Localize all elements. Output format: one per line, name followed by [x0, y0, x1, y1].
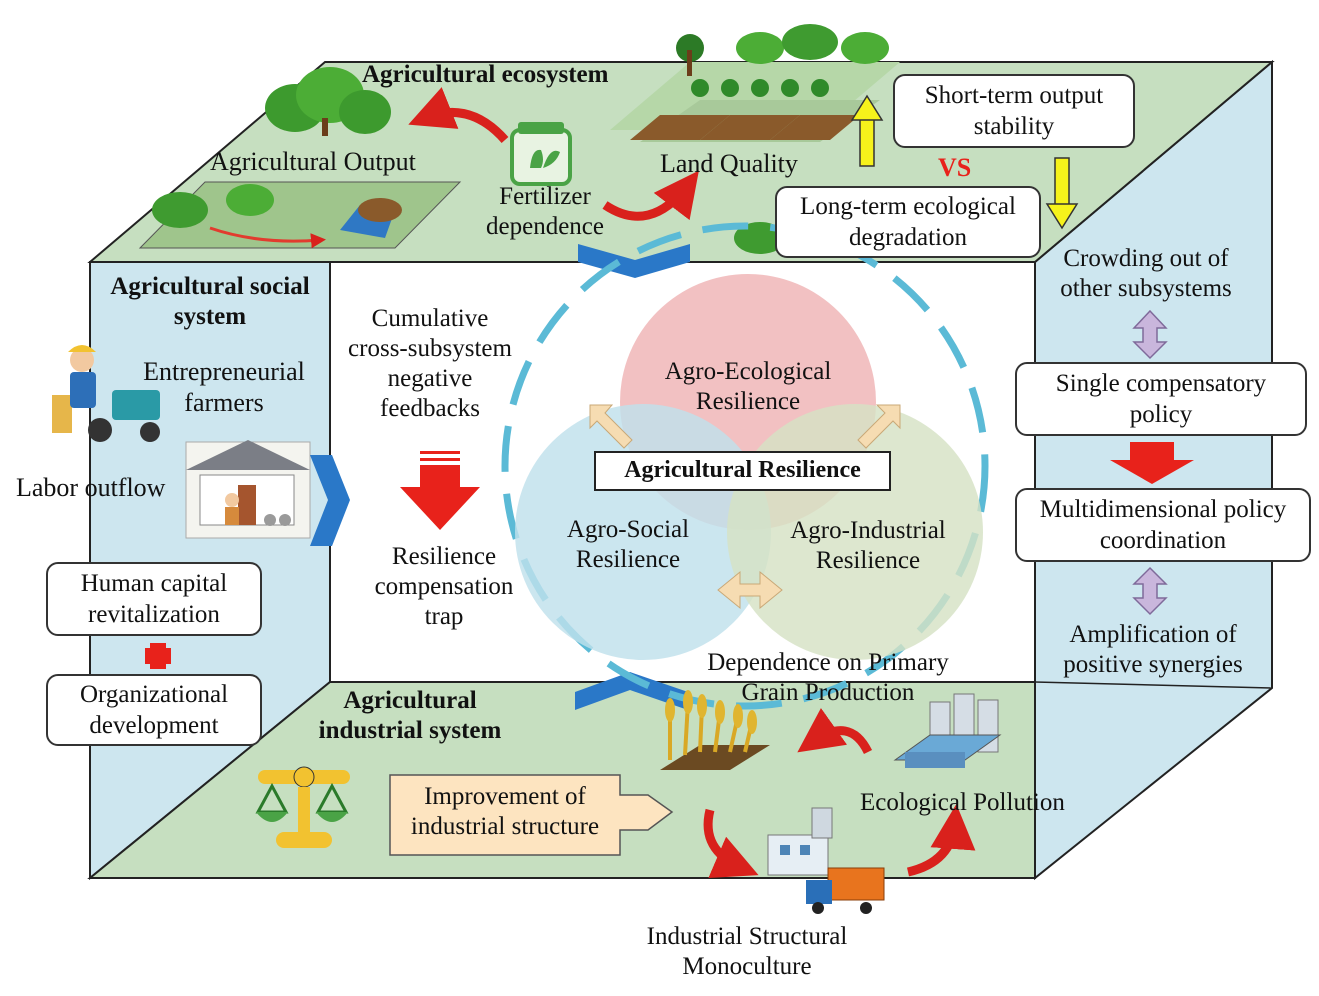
grain-factory-icon: [893, 693, 1002, 768]
eco-social-arrow: [589, 404, 633, 449]
monoculture-label: Industrial Structural Monoculture: [646, 923, 848, 980]
crowding-out-label: Crowding out of other subsystems: [1060, 245, 1232, 302]
ecosystem-title: Agricultural ecosystem: [362, 61, 609, 88]
output-to-fertilizer-arrow: [408, 87, 509, 144]
entrepreneurial-farmers-label: Entrepreneurial farmers: [143, 357, 305, 418]
farmer-tractor-icon: [52, 345, 160, 442]
orchard-icon: [610, 24, 900, 142]
land-quality-label: Land Quality: [660, 149, 798, 178]
fertilizer-to-land-arrow: [602, 170, 699, 221]
agricultural-output-label: Agricultural Output: [210, 147, 416, 176]
eco-industrial-arrow: [857, 404, 901, 449]
industrial-title: Agricultural industrial system: [318, 687, 502, 744]
labor-outflow-label: Labor outflow: [16, 473, 166, 502]
social-resilience-label: Agro-Social Resilience: [566, 516, 690, 573]
ecological-pollution-label: Ecological Pollution: [860, 789, 1065, 816]
ecological-resilience-label: Agro-Ecological Resilience: [664, 358, 832, 415]
grain-cycle-arrow: [797, 708, 873, 755]
fertilizer-bag-icon: [510, 122, 572, 186]
farmland-parcel-icon: [138, 181, 462, 249]
compensation-trap-label: Resilience compensation trap: [374, 543, 514, 630]
purple-double-arrow-bottom: [1132, 566, 1168, 616]
plus-icon: [145, 643, 171, 669]
factory-truck-icon: [767, 807, 885, 914]
fertilizer-label: Fertilizer dependence: [486, 183, 604, 240]
wheat-field-icon: [660, 690, 770, 770]
monoculture-cycle-arrow-left: [703, 808, 759, 879]
improvement-label: Improvement of industrial structure: [410, 783, 600, 840]
cumulative-feedbacks-label: Cumulative cross-subsystem negative feed…: [348, 305, 512, 422]
yellow-down-arrow: [1045, 157, 1079, 230]
tree-cluster-icon: [265, 67, 391, 136]
vs-label: VS: [938, 153, 972, 182]
social-title: Agricultural social system: [110, 273, 310, 330]
scale-balance-icon: [255, 766, 350, 848]
amplification-label: Amplification of positive synergies: [1063, 621, 1243, 678]
improvement-arrow: [389, 774, 674, 856]
dashed-resilience-ring: [501, 222, 989, 710]
industrial-resilience-label: Agro-Industrial Resilience: [790, 517, 946, 574]
agricultural-resilience-label: Agricultural Resilience: [624, 457, 861, 483]
grain-dependence-label: Dependence on Primary Grain Production: [707, 649, 949, 706]
purple-double-arrow-top: [1132, 309, 1168, 360]
policy-down-arrow: [1110, 442, 1194, 484]
rural-house-icon: [185, 440, 311, 539]
yellow-up-arrow: [850, 94, 884, 167]
pollution-cycle-arrow: [906, 804, 976, 877]
core-label-box: [594, 451, 891, 491]
social-industrial-arrow: [717, 570, 783, 610]
trap-down-arrow: [400, 451, 480, 530]
social-chevron: [310, 455, 350, 546]
